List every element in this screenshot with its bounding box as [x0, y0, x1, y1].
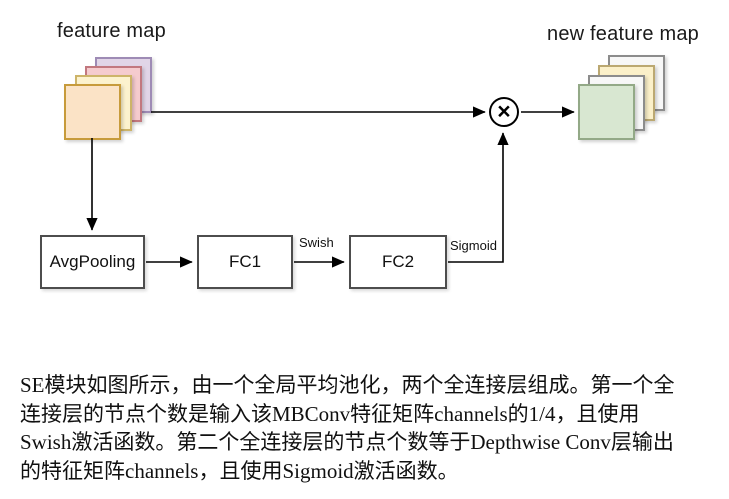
- fc1-box: FC1: [197, 235, 293, 289]
- avgpooling-label: AvgPooling: [49, 252, 136, 271]
- caption-line: 的特征矩阵channels，且使用Sigmoid激活函数。: [20, 458, 459, 483]
- connector-arrows: [86, 106, 575, 268]
- caption-line: 连接层的节点个数是输入该MBConv特征矩阵channels的1/4，且使用: [20, 401, 640, 426]
- fc2-label: FC2: [381, 252, 415, 271]
- fc2-box: FC2: [349, 235, 447, 289]
- new-feature-map-label: new feature map: [547, 23, 699, 45]
- avgpooling-box: AvgPooling: [40, 235, 145, 289]
- feature-map-label: feature map: [57, 20, 166, 42]
- new-feature-map-layer-green: [578, 84, 635, 140]
- caption-paragraph: SE模块如图所示，由一个全局平均池化，两个全连接层组成。第一个全 连接层的节点个…: [20, 371, 720, 485]
- fc1-label: FC1: [228, 252, 262, 271]
- arrow-fc2-to-multiply: [448, 132, 509, 263]
- sigmoid-label: Sigmoid: [450, 238, 497, 253]
- swish-label: Swish: [299, 235, 334, 250]
- multiply-node: ×: [489, 97, 519, 127]
- caption-line: Swish激活函数。第二个全连接层的节点个数等于Depthwise Conv层输…: [20, 430, 674, 454]
- caption-line: SE模块如图所示，由一个全局平均池化，两个全连接层组成。第一个全: [20, 373, 675, 397]
- multiply-icon: ×: [497, 97, 511, 124]
